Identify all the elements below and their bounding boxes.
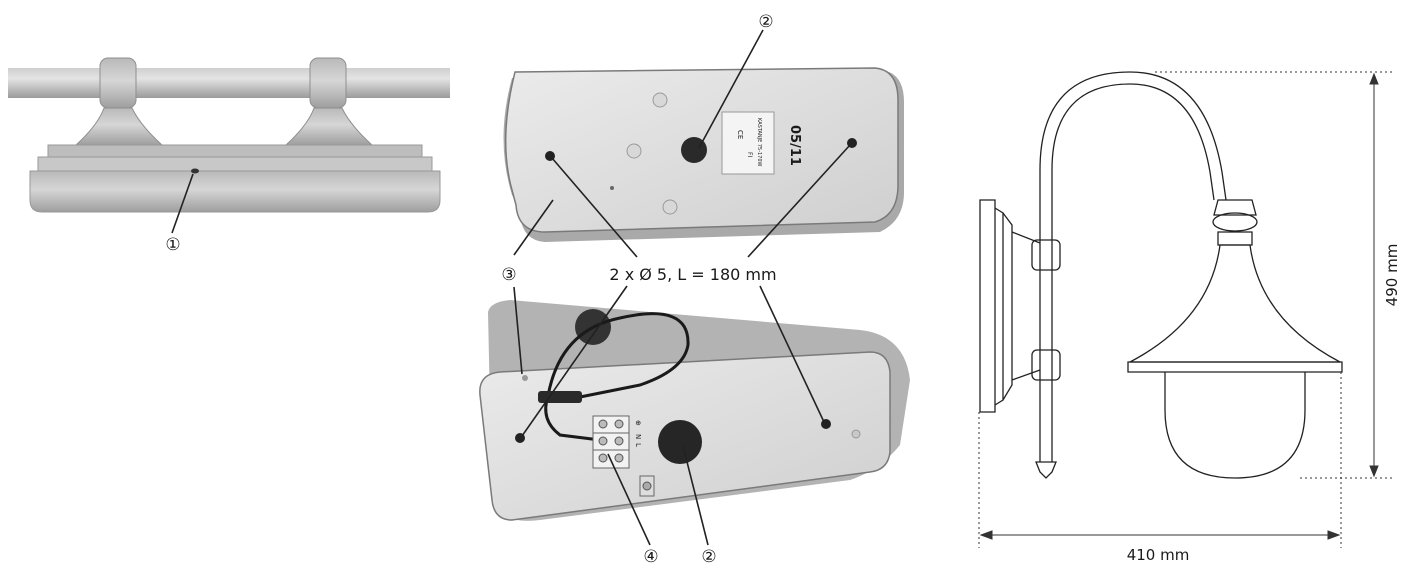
terminal-screw [598, 419, 608, 429]
lamp-cap [1213, 199, 1257, 216]
arm-inner [1051, 83, 1215, 462]
housing-screw-hole [522, 375, 528, 381]
callout-3: ③ [501, 265, 516, 285]
plate-peg [652, 92, 668, 108]
cert-mark: FI [746, 152, 753, 157]
glass-globe [1164, 372, 1306, 479]
leader-lines [513, 144, 851, 546]
base-bottom-layer [29, 170, 441, 213]
plate-pin-hole [610, 186, 614, 190]
leader-line-2-bottom [682, 445, 709, 546]
leader-line-1 [171, 173, 194, 234]
terminal-screw [614, 419, 624, 429]
terminal-screw [614, 436, 624, 446]
date-code: 05/11 [787, 125, 802, 166]
bracket-arm-lines [1011, 231, 1041, 381]
arm-finial [1035, 461, 1057, 479]
leader-line-2-top [698, 29, 764, 149]
callout-1: ① [165, 235, 180, 255]
height-dim-arrows [1369, 72, 1379, 478]
cable-grommet-top [681, 137, 707, 163]
wall-plate [979, 199, 996, 413]
leader-screw-left-top [551, 157, 638, 258]
terminal-screw [598, 453, 608, 463]
ce-mark: CE [736, 130, 744, 139]
rating-label [721, 111, 775, 175]
cable-clamp [538, 391, 582, 403]
terminal-screw [614, 453, 624, 463]
dimension-lines [978, 71, 1395, 548]
plate-peg [662, 199, 678, 215]
width-dim-arrows [979, 530, 1341, 540]
wall-plate-step [994, 207, 1004, 406]
open-housing-photo: N L ⊕ [479, 300, 910, 521]
base-top-layer [47, 144, 423, 158]
leader-screw-left-bottom [521, 285, 628, 437]
collar-lower [1031, 349, 1061, 381]
arm-outer [1039, 71, 1227, 462]
lamp-collar [1212, 212, 1258, 232]
collar-upper [1031, 239, 1061, 271]
cable-grommet-bottom [658, 420, 702, 464]
shade-rim [1127, 361, 1343, 373]
terminal-mark-n: N [634, 434, 642, 439]
bracket-side-photo: ① [8, 57, 450, 255]
model-text: KASTANJE 75-170W [756, 118, 762, 167]
leader-screw-right-top [747, 144, 851, 258]
back-plate-photo: CE FI KASTANJE 75-170W 05/11 ② [503, 12, 905, 242]
plate-peg [626, 143, 642, 159]
housing-peg [851, 429, 861, 439]
height-dimension-label: 490 mm [1383, 244, 1401, 307]
leader-line-4 [607, 453, 651, 546]
callout-4: ④ [643, 547, 658, 567]
callout-2-bottom: ② [701, 547, 716, 567]
terminal-screw [598, 436, 608, 446]
lamp-shade [1129, 244, 1341, 363]
leader-line-3-top [513, 199, 554, 256]
horizontal-tube [8, 68, 450, 98]
width-dimension-label: 410 mm [1127, 546, 1190, 564]
power-cable [546, 312, 690, 400]
callout-2-top: ② [758, 12, 773, 32]
clamp-right [309, 57, 347, 109]
terminal-mark-earth: ⊕ [634, 420, 642, 426]
base-drain-hole [191, 168, 199, 174]
screw-spec-label: 2 x Ø 5, L = 180 mm [609, 265, 776, 284]
clamp-left [99, 57, 137, 109]
wall-plate-step-inner [1002, 212, 1013, 401]
earth-screw [642, 481, 652, 491]
leader-screw-right-bottom [759, 285, 825, 423]
cone-support-left [74, 107, 164, 146]
lamp-technical-drawing [979, 71, 1343, 479]
base-middle-layer [37, 156, 433, 172]
terminal-mark-l: L [634, 443, 642, 447]
lamp-neck [1217, 231, 1253, 246]
leader-line-3-bottom [513, 286, 523, 375]
cone-support-right [284, 107, 374, 146]
